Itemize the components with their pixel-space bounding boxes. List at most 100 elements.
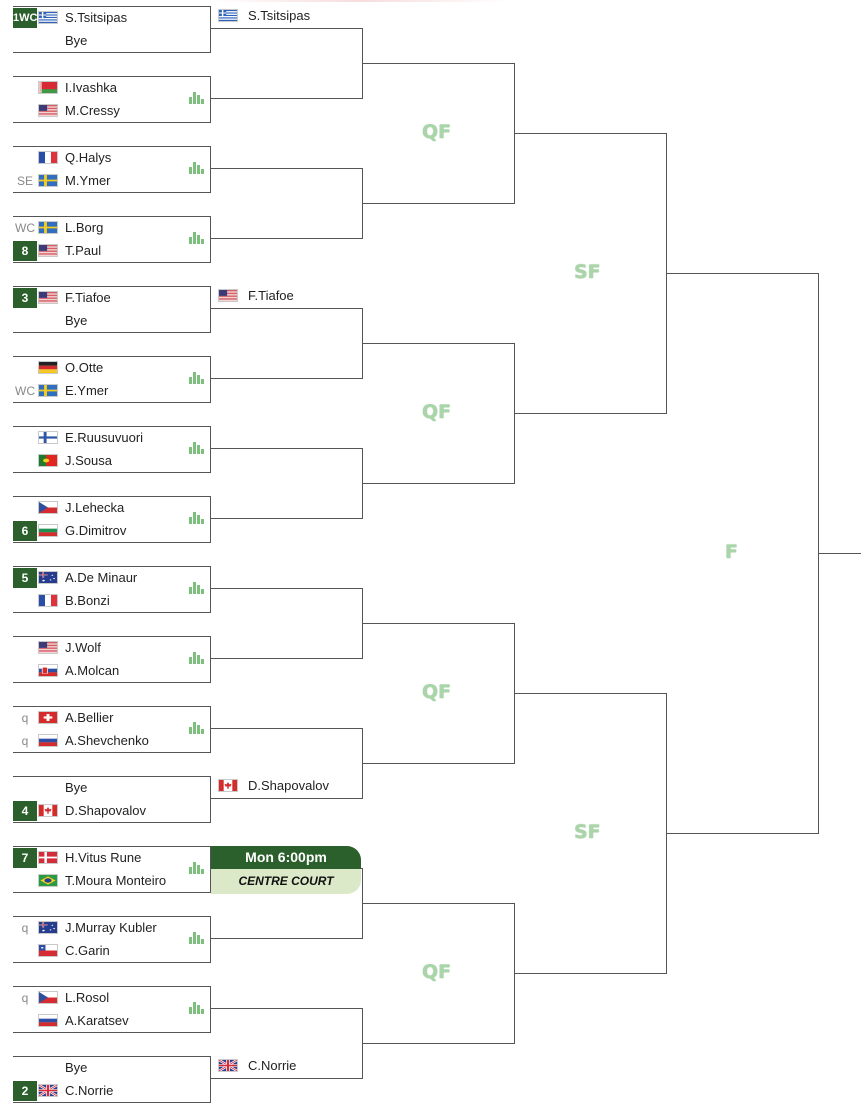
player-name[interactable]: A.Bellier xyxy=(65,710,114,725)
player-name[interactable]: O.Otte xyxy=(65,360,104,375)
flag-australia-icon xyxy=(38,571,58,584)
head-to-head-stats-icon[interactable] xyxy=(188,159,204,175)
player-name[interactable]: M.Ymer xyxy=(65,173,111,188)
player-name[interactable]: C.Norrie xyxy=(65,1083,114,1098)
bracket-connector xyxy=(362,763,514,764)
advanced-player-name[interactable]: D.Shapovalov xyxy=(248,778,329,793)
player-row[interactable]: A.Karatsev xyxy=(13,1010,210,1032)
seed-badge: 6 xyxy=(13,521,37,541)
player-row[interactable]: T.Moura Monteiro xyxy=(13,870,210,892)
player-name[interactable]: J.Sousa xyxy=(65,453,112,468)
head-to-head-stats-icon[interactable] xyxy=(188,929,204,945)
entry-tag: q xyxy=(21,921,29,935)
player-name[interactable]: S.Tsitsipas xyxy=(65,10,128,25)
head-to-head-stats-icon[interactable] xyxy=(188,859,204,875)
head-to-head-stats-icon[interactable] xyxy=(188,719,204,735)
player-name[interactable]: I.Ivashka xyxy=(65,80,118,95)
player-row[interactable]: q J.Murray Kubler xyxy=(13,917,210,939)
head-to-head-stats-icon[interactable] xyxy=(188,649,204,665)
player-row[interactable]: q A.Shevchenko xyxy=(13,730,210,752)
player-name[interactable]: A.Karatsev xyxy=(65,1013,129,1028)
bracket-connector xyxy=(514,133,666,134)
head-to-head-stats-icon[interactable] xyxy=(188,229,204,245)
player-name[interactable]: H.Vitus Rune xyxy=(65,850,142,865)
player-row[interactable]: Q.Halys xyxy=(13,147,210,169)
advanced-player-name[interactable]: C.Norrie xyxy=(248,1058,297,1073)
head-to-head-stats-icon[interactable] xyxy=(188,369,204,385)
player-row[interactable]: M.Cressy xyxy=(13,100,210,122)
flag-belarus-icon xyxy=(38,81,58,94)
player-row[interactable]: J.Sousa xyxy=(13,450,210,472)
player-row[interactable]: Bye xyxy=(13,1057,210,1079)
player-row[interactable]: I.Ivashka xyxy=(13,77,210,99)
head-to-head-stats-icon[interactable] xyxy=(188,999,204,1015)
flag-great-britain-icon xyxy=(38,1084,58,1097)
player-name[interactable]: A.Shevchenko xyxy=(65,733,149,748)
player-name[interactable]: M.Cressy xyxy=(65,103,120,118)
player-name[interactable]: L.Rosol xyxy=(65,990,110,1005)
advanced-player-name[interactable]: S.Tsitsipas xyxy=(248,8,311,23)
player-row[interactable]: 8 T.Paul xyxy=(13,240,210,262)
head-to-head-stats-icon[interactable] xyxy=(188,579,204,595)
player-name[interactable]: A.Molcan xyxy=(65,663,120,678)
seed-badge: 8 xyxy=(13,241,37,261)
player-name[interactable]: T.Moura Monteiro xyxy=(65,873,167,888)
player-name[interactable]: D.Shapovalov xyxy=(65,803,146,818)
entry-tag: q xyxy=(21,734,29,748)
player-row[interactable]: Bye xyxy=(13,310,210,332)
player-row[interactable]: B.Bonzi xyxy=(13,590,210,612)
player-name[interactable]: T.Paul xyxy=(65,243,102,258)
player-row[interactable]: C.Garin xyxy=(13,940,210,962)
flag-denmark-icon xyxy=(38,851,58,864)
bracket-connector xyxy=(211,28,362,29)
bracket-connector xyxy=(211,378,362,379)
bye-label: Bye xyxy=(65,313,88,328)
player-name[interactable]: L.Borg xyxy=(65,220,104,235)
player-name[interactable]: C.Garin xyxy=(65,943,110,958)
player-row[interactable]: O.Otte xyxy=(13,357,210,379)
flag-france-icon xyxy=(38,151,58,164)
head-to-head-stats-icon[interactable] xyxy=(188,439,204,455)
bracket-connector xyxy=(211,168,362,169)
player-row[interactable]: 6 G.Dimitrov xyxy=(13,520,210,542)
player-row[interactable]: A.Molcan xyxy=(13,660,210,682)
head-to-head-stats-icon[interactable] xyxy=(188,509,204,525)
player-row[interactable]: E.Ruusuvuori xyxy=(13,427,210,449)
player-name[interactable]: F.Tiafoe xyxy=(65,290,111,305)
player-name[interactable]: A.De Minaur xyxy=(65,570,138,585)
player-row[interactable]: Bye xyxy=(13,30,210,52)
bracket-connector xyxy=(362,343,514,344)
player-name[interactable]: B.Bonzi xyxy=(65,593,110,608)
advanced-player-name[interactable]: F.Tiafoe xyxy=(248,288,294,303)
bracket-connector xyxy=(362,63,514,64)
flag-usa-icon xyxy=(38,244,58,257)
flag-russia-icon xyxy=(38,734,58,747)
top-accent-line xyxy=(210,0,510,2)
player-name[interactable]: Q.Halys xyxy=(65,150,112,165)
player-name[interactable]: E.Ymer xyxy=(65,383,109,398)
player-name[interactable]: G.Dimitrov xyxy=(65,523,127,538)
player-name[interactable]: J.Wolf xyxy=(65,640,101,655)
player-name[interactable]: E.Ruusuvuori xyxy=(65,430,144,445)
bracket-connector xyxy=(211,588,362,589)
player-name[interactable]: J.Lehecka xyxy=(65,500,125,515)
head-to-head-stats-icon[interactable] xyxy=(188,89,204,105)
player-row[interactable]: J.Wolf xyxy=(13,637,210,659)
bracket-connector xyxy=(211,448,362,449)
player-row[interactable]: J.Lehecka xyxy=(13,497,210,519)
player-row[interactable]: Bye xyxy=(13,777,210,799)
player-name[interactable]: J.Murray Kubler xyxy=(65,920,157,935)
